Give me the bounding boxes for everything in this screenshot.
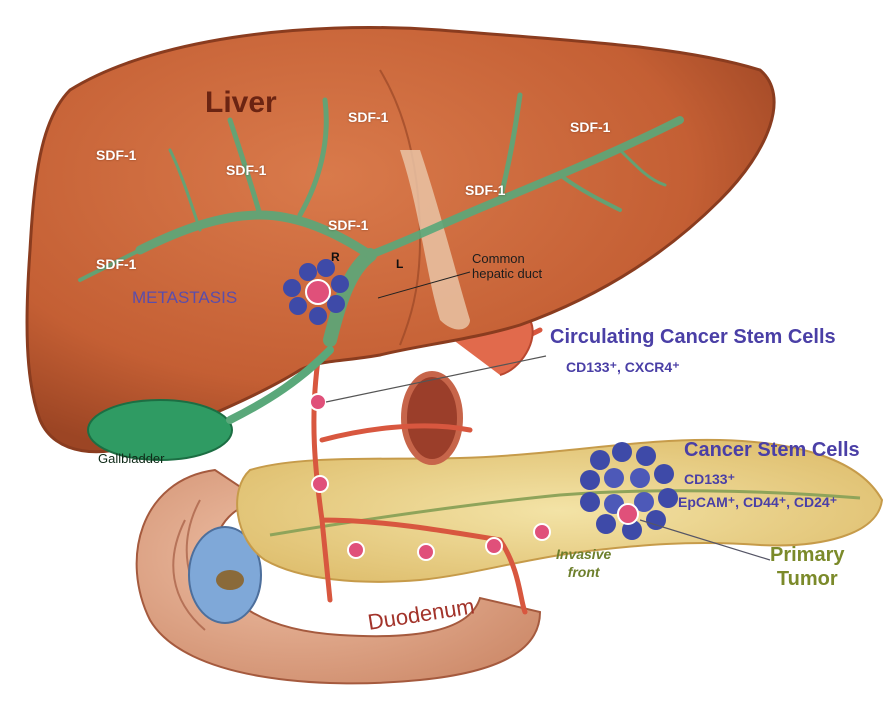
circulating-markers: CD133⁺, CXCR4⁺ [566, 360, 680, 374]
sdf1-label: SDF-1 [328, 218, 368, 232]
sdf1-label: SDF-1 [465, 183, 505, 197]
metastasis-label: METASTASIS [132, 289, 237, 306]
sdf1-label: SDF-1 [348, 110, 388, 124]
primary-line1: Primary [770, 543, 845, 567]
csc-title: Cancer Stem Cells [684, 440, 860, 460]
sdf1-label: SDF-1 [570, 120, 610, 134]
ampulla [216, 570, 244, 590]
right-lobe-marker: R [331, 251, 340, 263]
sdf1-label: SDF-1 [96, 257, 136, 271]
common-hepatic-duct-label: Common hepatic duct [472, 251, 542, 281]
invasive-line2: front [556, 563, 611, 581]
left-lobe-marker: L [396, 258, 403, 270]
sdf1-label: SDF-1 [96, 148, 136, 162]
gallbladder-label: Gallbladder [98, 452, 165, 465]
sdf1-label: SDF-1 [226, 163, 266, 177]
liver-label: Liver [205, 88, 277, 118]
aorta-ring [404, 374, 460, 462]
circulating-title: Circulating Cancer Stem Cells [550, 327, 836, 347]
invasive-line1: Invasive [556, 545, 611, 563]
invasive-front-label: Invasive front [556, 545, 611, 581]
primary-tumor-label: Primary Tumor [770, 543, 845, 591]
common-hepatic-duct-line1: Common [472, 251, 542, 266]
csc-marker-1: CD133⁺ [684, 472, 735, 486]
csc-marker-2: EpCAM⁺, CD44⁺, CD24⁺ [678, 495, 837, 509]
primary-line2: Tumor [770, 567, 845, 591]
common-hepatic-duct-line2: hepatic duct [472, 266, 542, 281]
